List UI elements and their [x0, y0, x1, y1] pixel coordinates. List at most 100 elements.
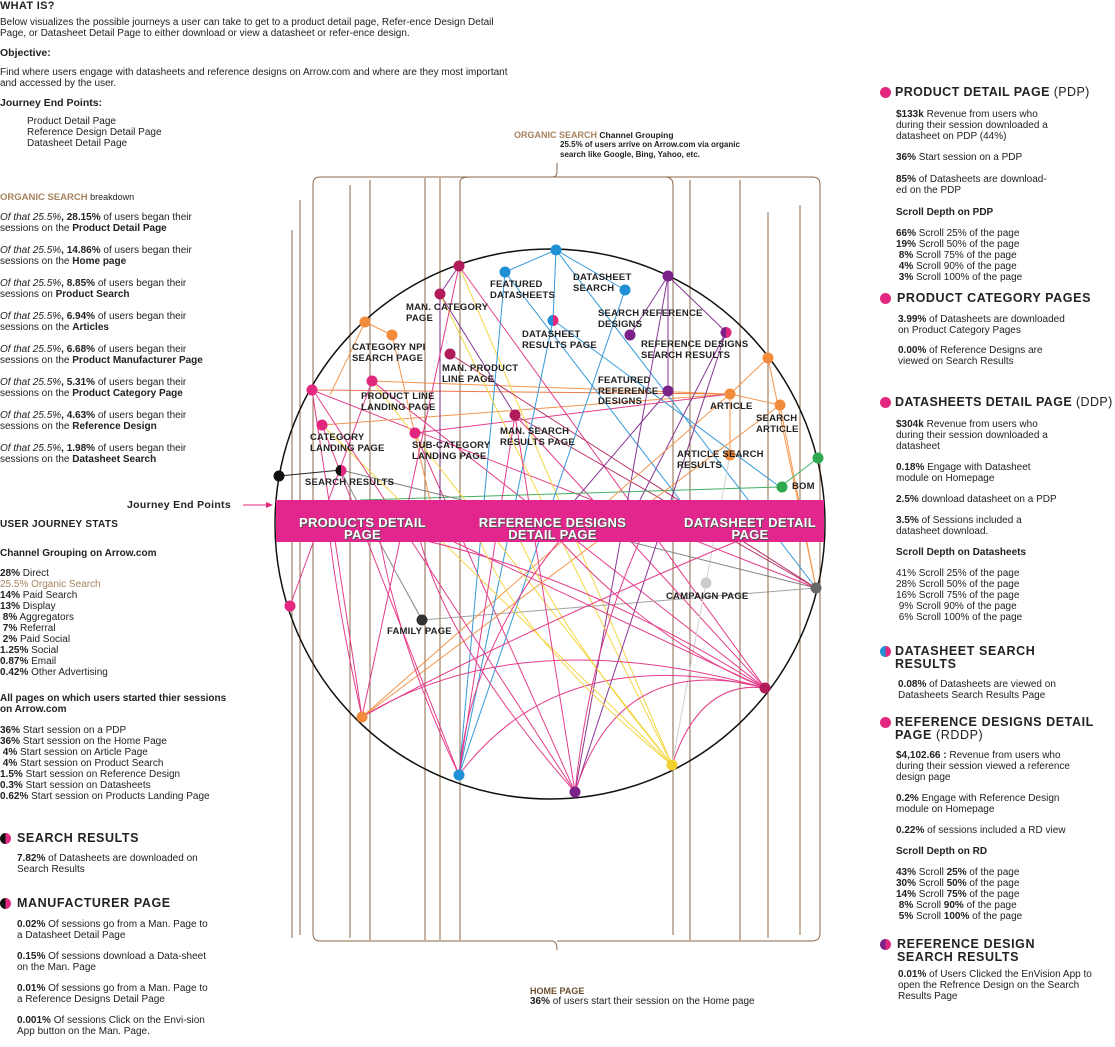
node-label-search-results: SEARCH RESULTS [305, 477, 395, 488]
rd-scroll-item: 8% Scroll 90% of the page [896, 900, 1017, 911]
channel-item: 0.42% Other Advertising [0, 667, 108, 678]
organic-breakdown-item: Of that 25.5%, 4.63% of users began thei… [0, 410, 187, 432]
node-label-featured-reference: FEATURED REFERENCE DESIGNS [598, 375, 659, 407]
node-label-category-npi: CATEGORY NPI SEARCH PAGE [352, 342, 426, 364]
ddp-scroll-item: 28% Scroll 50% of the page [896, 579, 1020, 590]
node-label-campaign: CAMPAIGN PAGE [666, 591, 749, 602]
channel-item: 2% Paid Social [0, 634, 71, 645]
ddp-scroll-item: 16% Scroll 75% of the page [896, 590, 1020, 601]
node-label-sub-category: SUB-CATEGORY LANDING PAGE [412, 440, 491, 462]
manufacturer-dot-icon [0, 898, 11, 909]
manufacturer-section: MANUFACTURER PAGE 0.02% Of sessions go f… [0, 897, 225, 1037]
start-item: 0.3% Start session on Datasheets [0, 780, 151, 791]
rd-scroll-item: 30% Scroll 50% of the page [896, 878, 1020, 889]
pdp-scroll-item: 19% Scroll 50% of the page [896, 239, 1020, 250]
manufacturer-item: 0.15% Of sessions download a Data-sheet … [17, 951, 207, 973]
rddp-dot-icon [880, 717, 891, 728]
ddp-dot-icon [880, 397, 891, 408]
organic-breakdown-item: Of that 25.5%, 1.98% of users began thei… [0, 443, 187, 465]
organic-search-sub: 25.5% of users arrive on Arrow.com via o… [560, 140, 740, 159]
start-item: 1.5% Start session on Reference Design [0, 769, 181, 780]
ddp-scroll-item: 41% Scroll 25% of the page [896, 568, 1020, 579]
channel-item: 1.25% Social [0, 645, 59, 656]
node-label-category-landing: CATEGORY LANDING PAGE [310, 432, 385, 454]
node-label-bom: BOM [792, 481, 815, 492]
node-label-article-search: ARTICLE SEARCH RESULTS [677, 449, 764, 471]
node-label-article: ARTICLE [710, 401, 753, 412]
intro-description: Below visualizes the possible journeys a… [0, 17, 494, 39]
manufacturer-item: 0.01% Of sessions go from a Man. Page to… [17, 983, 208, 1005]
channel-item: 13% Display [0, 601, 56, 612]
channel-item: 8% Aggregators [0, 612, 74, 623]
ddp-scroll-item: 9% Scroll 90% of the page [896, 601, 1017, 612]
rddp-section: REFERENCE DESIGNS DETAIL PAGE (RDDP) $4,… [880, 716, 1115, 922]
search-results-text: 7.82% of Datasheets are downloaded on Se… [17, 853, 198, 875]
rd-scroll-item: 5% Scroll 100% of the page [896, 911, 1023, 922]
journey-end-points-label: Journey End Points [127, 499, 231, 511]
pcp-section: PRODUCT CATEGORY PAGES 3.99% of Datashee… [880, 292, 1115, 367]
pdp-scroll-item: 8% Scroll 75% of the page [896, 250, 1017, 261]
channel-heading: Channel Grouping on Arrow.com [0, 548, 157, 559]
node-label-datasheet-results: DATASHEET RESULTS PAGE [522, 329, 597, 351]
rdsr-dot-icon [880, 939, 891, 950]
home-page-title: HOME PAGE [530, 986, 585, 996]
organic-breakdown-item: Of that 25.5%, 8.85% of users began thei… [0, 278, 187, 300]
node-label-man-category: MAN. CATEGORY PAGE [406, 302, 489, 324]
rdsr-section: REFERENCE DESIGN SEARCH RESULTS 0.01% of… [880, 938, 1110, 1002]
home-page-caption: HOME PAGE 36% of users start their sessi… [530, 986, 830, 1007]
rd-scroll-item: 43% Scroll 25% of the page [896, 867, 1020, 878]
end-points-heading: Journey End Points: [0, 97, 103, 109]
user-journey-stats: USER JOURNEY STATS Channel Grouping on A… [0, 519, 260, 802]
dsr-section: DATASHEET SEARCH RESULTS 0.08% of Datash… [880, 645, 1110, 701]
organic-breakdown-item: Of that 25.5%, 28.15% of users began the… [0, 212, 192, 234]
node-label-featured-datasheets: FEATURED DATASHEETS [490, 279, 555, 301]
organic-breakdown-item: Of that 25.5%, 14.86% of users began the… [0, 245, 192, 267]
search-results-section: SEARCH RESULTS 7.82% of Datasheets are d… [0, 832, 230, 875]
stats-heading: USER JOURNEY STATS [0, 519, 119, 530]
diagram-nodes [273, 244, 824, 798]
objective-text: Find where users engage with datasheets … [0, 67, 508, 89]
manufacturer-item: 0.02% Of sessions go from a Man. Page to… [17, 919, 208, 941]
channel-item: 7% Referral [0, 623, 56, 634]
end-points-list: Product Detail Page Reference Design Det… [0, 116, 510, 149]
objective-heading: Objective: [0, 47, 51, 59]
search-results-dot-icon [0, 833, 11, 844]
start-item: 36% Start session on a PDP [0, 725, 127, 736]
node-label-man-product-line: MAN. PRODUCT LINE PAGE [442, 363, 519, 385]
node-label-search-reference: SEARCH REFERENCE DESIGNS [598, 308, 703, 330]
start-item: 36% Start session on the Home Page [0, 736, 167, 747]
pdp-scroll-item: 4% Scroll 90% of the page [896, 261, 1017, 272]
manufacturer-heading: MANUFACTURER PAGE [17, 896, 171, 910]
node-label-product-line-landing: PRODUCT LINE LANDING PAGE [361, 391, 436, 413]
pdp-scroll-item: 66% Scroll 25% of the page [896, 228, 1020, 239]
start-heading: All pages on which users started thier s… [0, 693, 227, 715]
start-item: 0.62% Start session on Products Landing … [0, 791, 210, 802]
intro-section: WHAT IS? Below visualizes the possible j… [0, 0, 510, 149]
organic-breakdown-item: Of that 25.5%, 6.94% of users began thei… [0, 311, 187, 333]
pcp-dot-icon [880, 293, 891, 304]
organic-breakdown-item: Of that 25.5%, 6.68% of users began thei… [0, 344, 203, 366]
organic-breakdown-heading: ORGANIC SEARCH breakdown [0, 192, 135, 203]
rd-scroll-item: 14% Scroll 75% of the page [896, 889, 1020, 900]
end-point-item: Product Detail Page [27, 116, 116, 127]
node-label-reference-search-results: REFERENCE DESIGNS SEARCH RESULTS [641, 339, 749, 361]
band-label-reference-designs-detail: REFERENCE DESIGNS DETAIL PAGE [478, 515, 627, 542]
manufacturer-item: 0.001% Of sessions Click on the Envi-sio… [17, 1015, 205, 1037]
organic-search-caption: ORGANIC SEARCH Channel Grouping 25.5% of… [514, 130, 774, 160]
band-label-products-detail: PRODUCTS DETAIL PAGE [298, 515, 427, 542]
intro-title: WHAT IS? [0, 0, 55, 12]
pdp-section: PRODUCT DETAIL PAGE (PDP) $133k Revenue … [880, 86, 1110, 283]
end-point-item: Reference Design Detail Page [27, 127, 162, 138]
organic-breakdown-item: Of that 25.5%, 5.31% of users began thei… [0, 377, 187, 399]
end-point-item: Datasheet Detail Page [27, 138, 128, 149]
start-item: 4% Start session on Product Search [0, 758, 164, 769]
node-label-datasheet-search: DATASHEET SEARCH [573, 272, 632, 294]
channel-item: 0.87% Email [0, 656, 57, 667]
ddp-scroll-item: 6% Scroll 100% of the page [896, 612, 1023, 623]
search-results-heading: SEARCH RESULTS [17, 831, 140, 845]
organic-breakdown: ORGANIC SEARCH breakdown Of that 25.5%, … [0, 192, 225, 465]
channel-item: 25.5% Organic Search [0, 579, 101, 590]
channel-item: 14% Paid Search [0, 590, 78, 601]
pdp-dot-icon [880, 87, 891, 98]
